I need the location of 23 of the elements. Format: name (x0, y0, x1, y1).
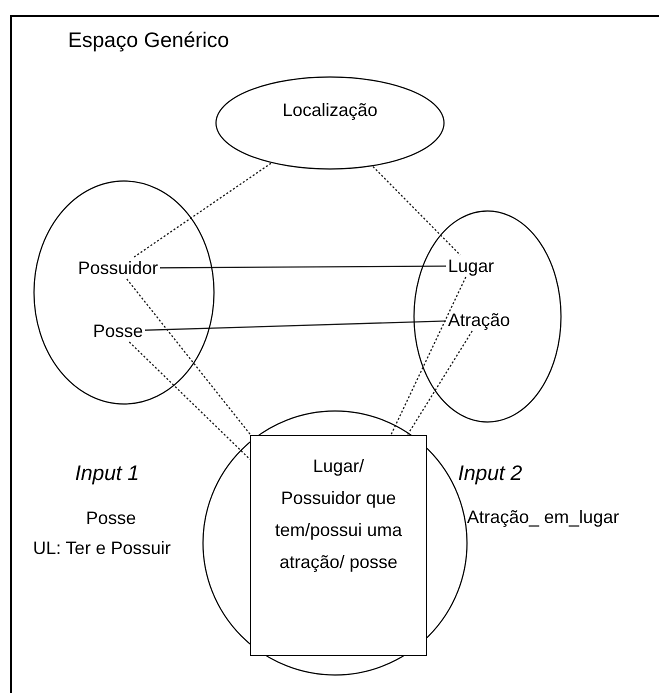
concept-label: Possuidor (76, 257, 160, 279)
input-caption: Posse (86, 508, 136, 529)
concept-label: Localização (281, 100, 379, 121)
input-heading: Input 1 (75, 462, 140, 486)
connector-line (160, 265, 446, 268)
input-caption: UL: Ter e Possuir (33, 538, 171, 559)
mapping-line (134, 162, 272, 258)
blend-box: Lugar/ Possuidor que tem/possui uma atração/ posse (250, 435, 427, 656)
connector-line (144, 320, 446, 331)
mapping-line (128, 342, 250, 460)
input-heading: Input 2 (458, 462, 522, 486)
mapping-line (372, 166, 461, 256)
concept-label: Posse (91, 320, 146, 342)
mapping-line (126, 278, 252, 436)
concept-label: Atração (446, 309, 512, 331)
ellipse-outline (33, 180, 215, 405)
mapping-line (390, 276, 466, 436)
concept-label: Lugar (446, 255, 496, 277)
diagram-title: Espaço Genérico (68, 29, 230, 53)
space-ellipse (215, 76, 445, 170)
ellipse-outline (413, 210, 562, 423)
mapping-line (406, 330, 473, 436)
input-caption: Atração_ em_lugar (467, 507, 620, 528)
